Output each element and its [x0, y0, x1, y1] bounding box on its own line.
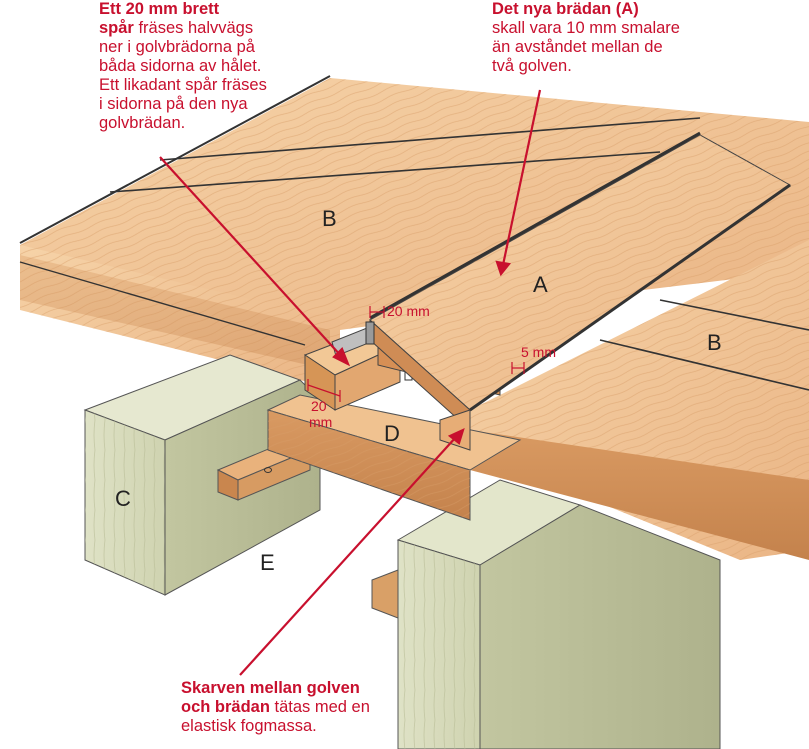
leader-arrows — [159, 89, 542, 676]
callout-board-line4: två golven. — [492, 57, 572, 75]
callout-joint-line3: elastisk fogmassa. — [181, 717, 317, 735]
dim-bottom-mm: mm — [309, 414, 332, 430]
callout-joint-rest2: tätas med en — [269, 698, 370, 716]
callout-board: Det nya brädan (A) skall vara 10 mm smal… — [492, 0, 722, 76]
callout-joint: Skarven mellan golven och brädan tätas m… — [181, 679, 421, 736]
callout-groove-line4: båda sidorna av hålet. — [99, 57, 262, 75]
callout-board-line3: än avståndet mellan de — [492, 38, 663, 56]
floor-boards-right — [470, 240, 809, 560]
dimension-marks — [307, 306, 525, 402]
callout-groove-line7: golvbrädan. — [99, 114, 186, 132]
callout-board-line2: skall vara 10 mm smalare — [492, 19, 680, 37]
callout-joint-bold2: och brädan — [181, 698, 270, 716]
callout-groove: Ett 20 mm brett spår fräses halvvägs ner… — [99, 0, 299, 133]
dim-bottom-20: 20 — [311, 398, 327, 414]
dim-gap-5mm: 5 mm — [521, 344, 556, 360]
callout-joint-bold1: Skarven mellan golven — [181, 679, 360, 697]
label-e: E — [260, 550, 275, 575]
label-d: D — [384, 421, 400, 446]
callout-groove-line6: i sidorna på den nya — [99, 95, 248, 113]
callout-groove-rest2: fräses halvvägs — [133, 19, 254, 37]
beam-right — [371, 479, 721, 749]
floor-boards-left — [19, 245, 340, 390]
label-a: A — [533, 272, 548, 297]
callout-groove-bold2: spår — [99, 19, 134, 37]
label-c: C — [115, 486, 131, 511]
callout-groove-bold1: Ett 20 mm brett — [99, 0, 220, 18]
callout-groove-line3: ner i golvbrädorna på — [99, 38, 255, 56]
callout-board-bold1: Det nya brädan (A) — [492, 0, 639, 18]
support-board-d — [266, 394, 522, 521]
label-b-right: B — [707, 330, 722, 355]
callout-groove-line5: Ett likadant spår fräses — [99, 76, 267, 94]
new-board-a — [365, 131, 791, 451]
dim-top-20mm: 20 mm — [387, 303, 430, 319]
label-b-left: B — [322, 206, 337, 231]
